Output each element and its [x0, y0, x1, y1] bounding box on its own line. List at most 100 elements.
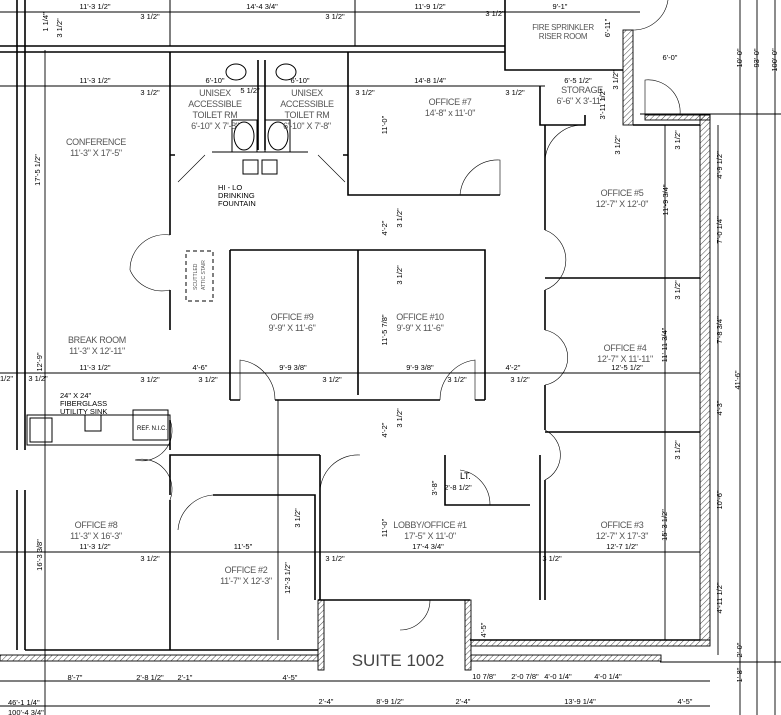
room-office3-name: OFFICE #3 [601, 520, 644, 530]
dimension-label: 12'-3 1/2" [283, 562, 292, 594]
ref-note: REF. N.I.C. [137, 426, 167, 432]
dimension-label: 6'-0" [663, 53, 678, 62]
dimension-label: 11'-9 1/2" [414, 2, 445, 11]
dimension-label: 4'-0 1/4" [544, 672, 572, 681]
room-toilet-left-l3: TOILET RM [193, 110, 238, 120]
dimension-label: 3 1/2" [140, 88, 160, 97]
dimension-label: 4'-9 1/2" [715, 151, 724, 179]
attic-note-1: SCUTTLED [193, 263, 199, 290]
room-office10-name: OFFICE #10 [396, 312, 444, 322]
fountain-note-3: FOUNTAIN [218, 199, 256, 208]
dimension-label: 1'-8" [735, 667, 744, 682]
room-toilet-right-l2: ACCESSIBLE [280, 99, 334, 109]
dimension-label: 3 1/2" [447, 375, 467, 384]
room-toilet-left-size: 6'-10" X 7'-8" [191, 121, 239, 131]
dimension-label: 10 7/8" [472, 672, 496, 681]
room-office7-size: 14'-8" x 11'-0" [425, 108, 475, 118]
dimension-label: 3 1/2" [395, 408, 404, 428]
dimension-label: 100'-0" [770, 48, 779, 72]
dimension-label: 6'-5 1/2" [564, 76, 592, 85]
dimension-label: 9'-9 3/8" [279, 363, 307, 372]
dimension-label: 3 1/2" [140, 12, 160, 21]
dimension-label: 3 1/2" [55, 18, 64, 38]
dimension-label: 2'-0 7/8" [511, 672, 539, 681]
dimension-label: 11'-11 3/4" [660, 327, 669, 362]
room-labels: CONFERENCE 11'-3" X 17'-5" UNISEX ACCESS… [66, 23, 653, 670]
room-toilet-right-size: 6'-10" X 7'-8" [283, 121, 331, 131]
dimension-label: 3 1/2" [28, 374, 48, 383]
dimension-label: 11'-9 3/4" [661, 184, 670, 215]
attic-note-2: ATTIC STAIR [201, 260, 207, 290]
dimension-label: 14'-8 1/4" [414, 76, 446, 85]
dimension-label: 3 1/2" [355, 88, 375, 97]
dimension-label: 11'-3 1/2" [79, 2, 110, 11]
dimension-label: 4'-11 1/2" [715, 582, 724, 613]
doors [129, 0, 681, 631]
dimension-label: 11'-5" [234, 542, 253, 551]
dimension-label: 3 1/2" [140, 554, 160, 563]
dimension-label: 3 1/2" [673, 440, 682, 460]
dimension-label: 3 1/2" [325, 554, 345, 563]
dimension-label: 17'-4 3/4" [412, 542, 444, 551]
room-office5-name: OFFICE #5 [601, 188, 644, 198]
dimension-label: 2'-1" [178, 673, 193, 682]
dimension-label: 2'-8 1/2" [444, 483, 472, 492]
dimension-label: 3 1/2" [322, 375, 342, 384]
dimension-label: 14'-4 3/4" [246, 2, 278, 11]
dimension-label: 11'-3 1/2" [79, 76, 110, 85]
dimension-label: 5 1/2" [240, 86, 260, 95]
dimension-label: 3 1/2" [505, 88, 525, 97]
suite-label: SUITE 1002 [352, 651, 445, 670]
dimension-label: 2'-4" [319, 697, 334, 706]
dimension-label: 3 1/2" [293, 508, 302, 528]
dimension-label: 4'-0 1/4" [594, 672, 622, 681]
sink-note-2: FIBERGLASS [60, 399, 107, 408]
sink-note-1: 24" X 24" [60, 391, 92, 400]
dimension-label: 11'-3 1/2" [79, 542, 110, 551]
walls [0, 0, 711, 671]
dimension-label: 3 1/2" [542, 554, 562, 563]
dimension-label: 6'-10" [205, 76, 224, 85]
dimension-label: 3 1/2" [611, 70, 620, 90]
dimension-label: 13'-9 1/4" [564, 697, 596, 706]
room-conference-size: 11'-3" X 17'-5" [70, 148, 122, 158]
dimension-label: 17'-5 1/2" [33, 154, 42, 186]
dimension-label: 4'-3" [715, 400, 724, 415]
room-office9-size: 9'-9" X 11'-6" [269, 323, 316, 333]
room-fire-sprinkler-l2: RISER ROOM [539, 32, 588, 41]
dimension-label: 3 1/2" [325, 12, 345, 21]
room-office7-name: OFFICE #7 [429, 97, 472, 107]
dimension-label: 11'-0" [380, 518, 389, 537]
dimension-label: 15'-3 1/2" [660, 509, 669, 541]
room-breakroom-name: BREAK ROOM [68, 335, 126, 345]
room-toilet-left-l2: ACCESSIBLE [188, 99, 242, 109]
dimension-label: 2'-4" [456, 697, 471, 706]
room-office9-name: OFFICE #9 [271, 312, 314, 322]
dimension-label: 3 1/2" [510, 375, 530, 384]
dimension-label: 1/2" [0, 374, 13, 383]
dimension-label: 4'-5" [479, 622, 488, 637]
dimension-label: 2'-8 1/2" [136, 673, 164, 682]
room-office8-size: 11'-3" X 16'-3" [70, 531, 122, 541]
room-breakroom-size: 11'-3" X 12'-11" [69, 346, 125, 356]
dimension-label: 11'-3 1/2" [79, 363, 110, 372]
dimension-label: 11'-0" [380, 115, 389, 134]
room-lobby-size: 17'-5" X 11'-0" [404, 531, 456, 541]
fountain-note-1: HI - LO [218, 183, 242, 192]
room-office5-size: 12'-7" X 12'-0" [596, 199, 648, 209]
dimension-label: 93'-0" [752, 48, 761, 67]
sink-note-3: UTILITY SINK [60, 407, 107, 416]
dimension-label: 4'-6" [193, 363, 208, 372]
room-office2-name: OFFICE #2 [225, 565, 268, 575]
room-office4-name: OFFICE #4 [604, 343, 647, 353]
room-storage-size: 6'-6" X 3'-11" [557, 96, 604, 106]
dimension-label: 3'-8" [430, 480, 439, 495]
dimension-label: 7'-0 1/4" [715, 216, 724, 244]
room-fire-sprinkler-l1: FIRE SPRINKLER [532, 23, 594, 32]
fountain-note-2: DRINKING [218, 191, 255, 200]
room-office8-name: OFFICE #8 [75, 520, 118, 530]
dimension-label: 4'-5" [283, 673, 298, 682]
room-conference-name: CONFERENCE [66, 137, 126, 147]
